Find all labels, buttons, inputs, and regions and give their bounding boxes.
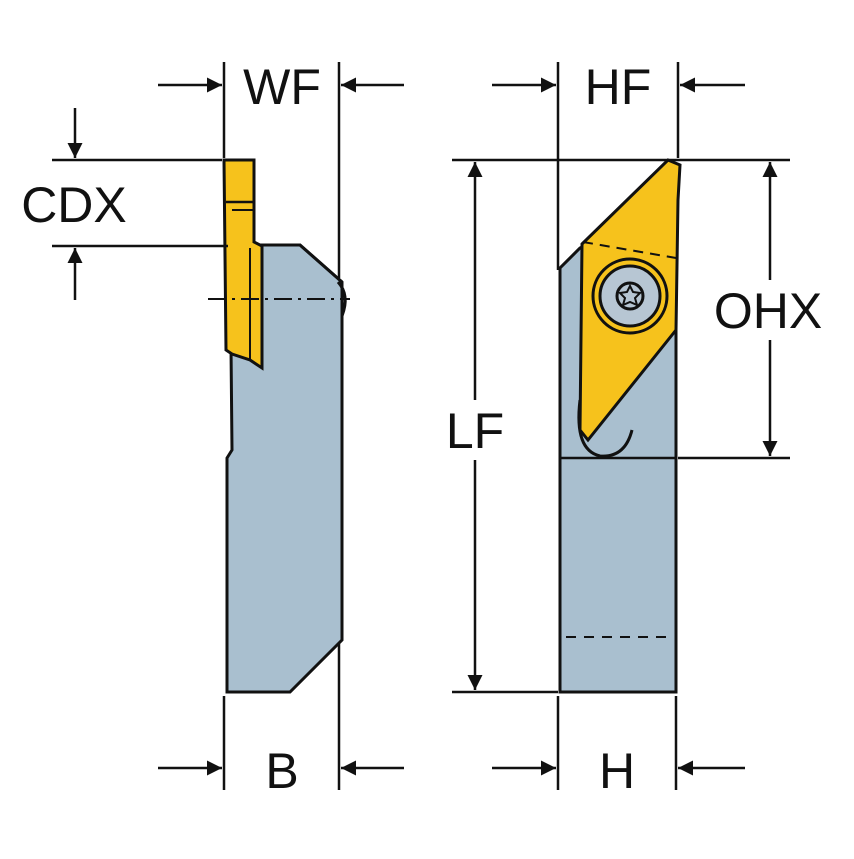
b-label: B	[265, 743, 298, 799]
b-dimension: B	[158, 644, 404, 799]
cdx-dimension: CDX	[21, 108, 228, 300]
ohx-label-bg	[706, 280, 828, 340]
wf-dimension: WF	[158, 59, 404, 278]
insert-side	[222, 158, 264, 371]
h-dimension: H	[492, 696, 745, 799]
hf-dimension: HF	[492, 59, 745, 270]
holder-side-nub	[336, 280, 347, 317]
ohx-label: OHX	[714, 283, 822, 339]
h-label: H	[599, 743, 635, 799]
wf-label: WF	[243, 59, 321, 115]
holder-side-chamfer	[262, 243, 343, 284]
ohx-dimension: OHX	[678, 162, 828, 460]
hf-label: HF	[585, 59, 652, 115]
lf-dimension: LF	[445, 158, 790, 694]
side-view	[208, 158, 350, 694]
cdx-label: CDX	[21, 177, 127, 233]
lf-label-bg	[445, 400, 505, 460]
front-view	[558, 158, 682, 694]
screw-torx-star-icon	[617, 283, 643, 307]
lf-label: LF	[446, 403, 504, 459]
